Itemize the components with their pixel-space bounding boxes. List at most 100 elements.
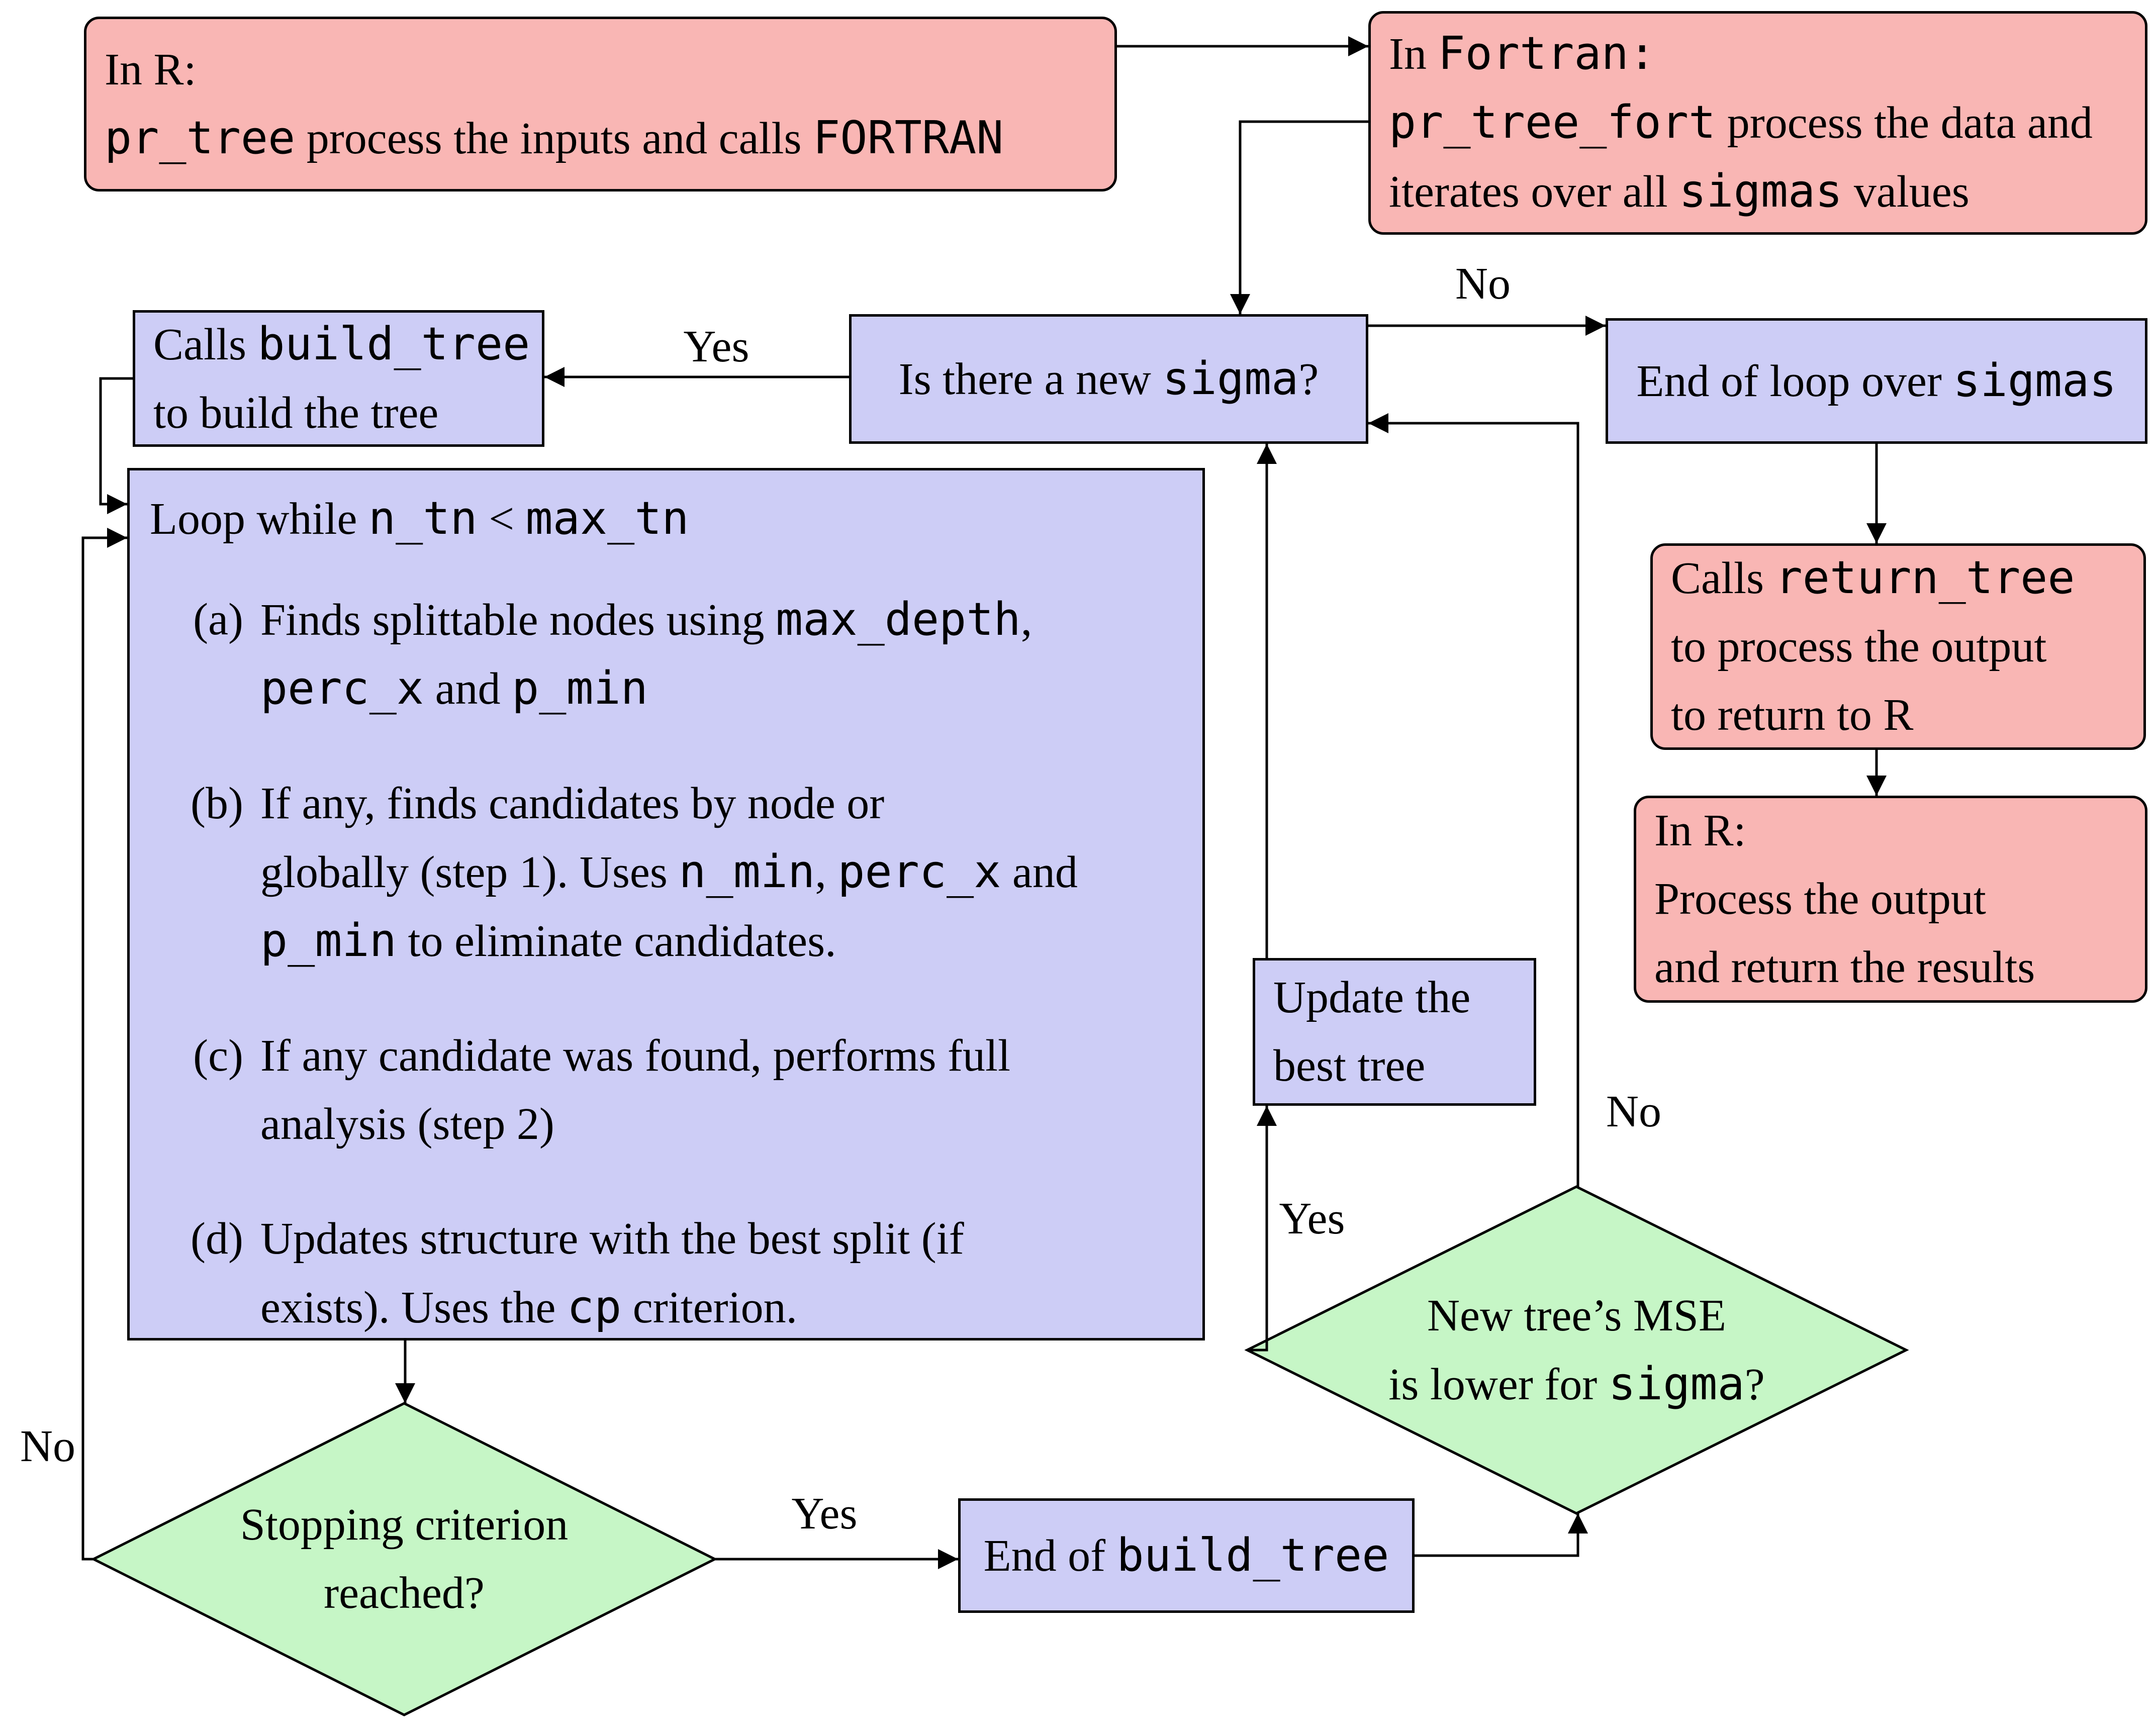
node-r-output: In R: Process the output and return the … bbox=[1634, 796, 2147, 1003]
stopping-criterion-text: Stopping criterion reached? bbox=[93, 1403, 715, 1715]
text-line: to build the tree bbox=[153, 379, 438, 447]
text-line: best tree bbox=[1273, 1032, 1425, 1100]
plain-text: < bbox=[477, 494, 526, 544]
edge-stopping-no-loop bbox=[81, 528, 127, 1561]
text-line: If any, finds candidates by node or bbox=[260, 770, 1182, 838]
code-text: cp bbox=[567, 1281, 622, 1333]
plain-text: End of bbox=[983, 1530, 1117, 1581]
text-line: Process the output bbox=[1654, 865, 1986, 933]
node-fortran-entry: In Fortran: pr_tree_fort process the dat… bbox=[1368, 11, 2147, 235]
text-line: End of build_tree bbox=[984, 1521, 1389, 1590]
edge-fortran-to-sigma bbox=[1230, 120, 1368, 314]
plain-text: Process the output bbox=[1654, 874, 1986, 924]
plain-text: reached? bbox=[324, 1568, 485, 1618]
text-line: In R: bbox=[105, 36, 197, 104]
code-text: pr_tree bbox=[105, 111, 296, 164]
text-line: globally (step 1). Uses n_min, perc_x an… bbox=[260, 838, 1182, 907]
code-text: n_tn bbox=[368, 492, 478, 545]
code-text: n_min bbox=[679, 845, 815, 898]
text-line: New tree’s MSE bbox=[1427, 1282, 1726, 1350]
edge-build-to-loop bbox=[99, 377, 133, 514]
label-mse-yes: Yes bbox=[1279, 1194, 1345, 1243]
node-calls-return-tree: Calls return_tree to process the output … bbox=[1650, 543, 2146, 750]
text-line: is lower for sigma? bbox=[1388, 1350, 1764, 1419]
plain-text: to eliminate candidates. bbox=[396, 916, 836, 966]
plain-text: In R: bbox=[1654, 806, 1746, 855]
text-line: Calls return_tree bbox=[1671, 544, 2075, 613]
text-line: Finds splittable nodes using max_depth, bbox=[260, 586, 1182, 654]
code-text: sigmas bbox=[1953, 354, 2117, 407]
code-text: build_tree bbox=[1116, 1528, 1389, 1582]
code-text: FORTRAN bbox=[813, 111, 1004, 164]
code-text: p_min bbox=[512, 662, 648, 715]
text-line: Is there a new sigma? bbox=[899, 345, 1319, 414]
label-stopping-yes: Yes bbox=[791, 1489, 858, 1539]
edge-mse-yes-update bbox=[1247, 1106, 1277, 1352]
text-line: In Fortran: bbox=[1389, 20, 1656, 88]
item-label: (d) bbox=[191, 1214, 243, 1264]
plain-text: Calls bbox=[1671, 553, 1775, 603]
plain-text: Is there a new bbox=[898, 354, 1163, 404]
label-mse-no: No bbox=[1606, 1087, 1661, 1136]
code-text: perc_x bbox=[260, 662, 424, 715]
plain-text: exists). Uses the bbox=[260, 1283, 567, 1332]
edge-endbuild-to-mse bbox=[1415, 1513, 1588, 1557]
plain-text: Stopping criterion bbox=[240, 1500, 569, 1550]
loop-item-b: (b) If any, finds candidates by node or … bbox=[150, 770, 1182, 976]
code-text: return_tree bbox=[1775, 551, 2075, 604]
text-line: pr_tree_fort process the data and bbox=[1389, 88, 2093, 157]
text-line: reached? bbox=[324, 1559, 485, 1627]
node-loop-while: Loop while n_tn < max_tn (a) Finds split… bbox=[127, 468, 1205, 1340]
plain-text: Finds splittable nodes using bbox=[260, 595, 776, 645]
label-sigma-yes: Yes bbox=[683, 322, 749, 371]
plain-text: , bbox=[1020, 595, 1033, 645]
plain-text: Update the bbox=[1273, 973, 1471, 1022]
text-line: If any candidate was found, performs ful… bbox=[260, 1022, 1182, 1090]
loop-item-d: (d) Updates structure with the best spli… bbox=[150, 1205, 1182, 1342]
text-line: iterates over all sigmas values bbox=[1389, 157, 1970, 226]
plain-text: Updates structure with the best split (i… bbox=[260, 1214, 964, 1264]
item-label: (b) bbox=[191, 779, 243, 828]
node-r-entry: In R: pr_tree process the inputs and cal… bbox=[84, 17, 1117, 191]
plain-text: Loop while bbox=[150, 494, 368, 544]
plain-text: analysis (step 2) bbox=[260, 1099, 554, 1149]
plain-text: ? bbox=[1744, 1359, 1765, 1409]
plain-text: and bbox=[424, 664, 512, 714]
code-text: max_depth bbox=[776, 593, 1021, 646]
node-end-loop-sigmas: End of loop over sigmas bbox=[1606, 318, 2147, 444]
text-line: Update the bbox=[1273, 964, 1470, 1032]
text-line: End of loop over sigmas bbox=[1637, 347, 2117, 416]
loop-item-a: (a) Finds splittable nodes using max_dep… bbox=[150, 586, 1182, 723]
node-calls-build-tree: Calls build_tree to build the tree bbox=[133, 310, 544, 447]
loop-title: Loop while n_tn < max_tn bbox=[150, 485, 1182, 553]
plain-text: criterion. bbox=[621, 1283, 798, 1332]
plain-text: is lower for bbox=[1388, 1359, 1609, 1409]
text-line: In R: bbox=[1654, 797, 1746, 865]
text-line: pr_tree process the inputs and calls FOR… bbox=[105, 104, 1003, 173]
edge-mse-no-sigma bbox=[1368, 413, 1579, 1187]
plain-text: Calls bbox=[153, 319, 258, 369]
item-label: (c) bbox=[193, 1031, 243, 1081]
text-line: Calls build_tree bbox=[153, 310, 530, 379]
code-text: build_tree bbox=[257, 317, 530, 370]
plain-text: ? bbox=[1298, 354, 1319, 404]
plain-text: In bbox=[1389, 29, 1438, 79]
plain-text: best tree bbox=[1273, 1041, 1426, 1091]
plain-text: If any candidate was found, performs ful… bbox=[260, 1031, 1010, 1081]
text-line: to process the output bbox=[1671, 613, 2046, 681]
node-end-build-tree: End of build_tree bbox=[958, 1498, 1415, 1613]
text-line: to return to R bbox=[1671, 681, 1913, 749]
plain-text: process the inputs and calls bbox=[295, 113, 813, 163]
text-line: Stopping criterion bbox=[240, 1491, 568, 1559]
text-line: exists). Uses the cp criterion. bbox=[260, 1273, 1182, 1342]
mse-diamond bbox=[1244, 1185, 1909, 1515]
plain-text: values bbox=[1842, 167, 1970, 217]
code-text: Fortran: bbox=[1438, 27, 1656, 80]
code-text: perc_x bbox=[837, 845, 1001, 898]
plain-text: globally (step 1). Uses bbox=[260, 847, 679, 897]
item-label: (a) bbox=[193, 595, 243, 644]
plain-text: to build the tree bbox=[153, 388, 439, 438]
plain-text: and bbox=[1001, 847, 1078, 897]
